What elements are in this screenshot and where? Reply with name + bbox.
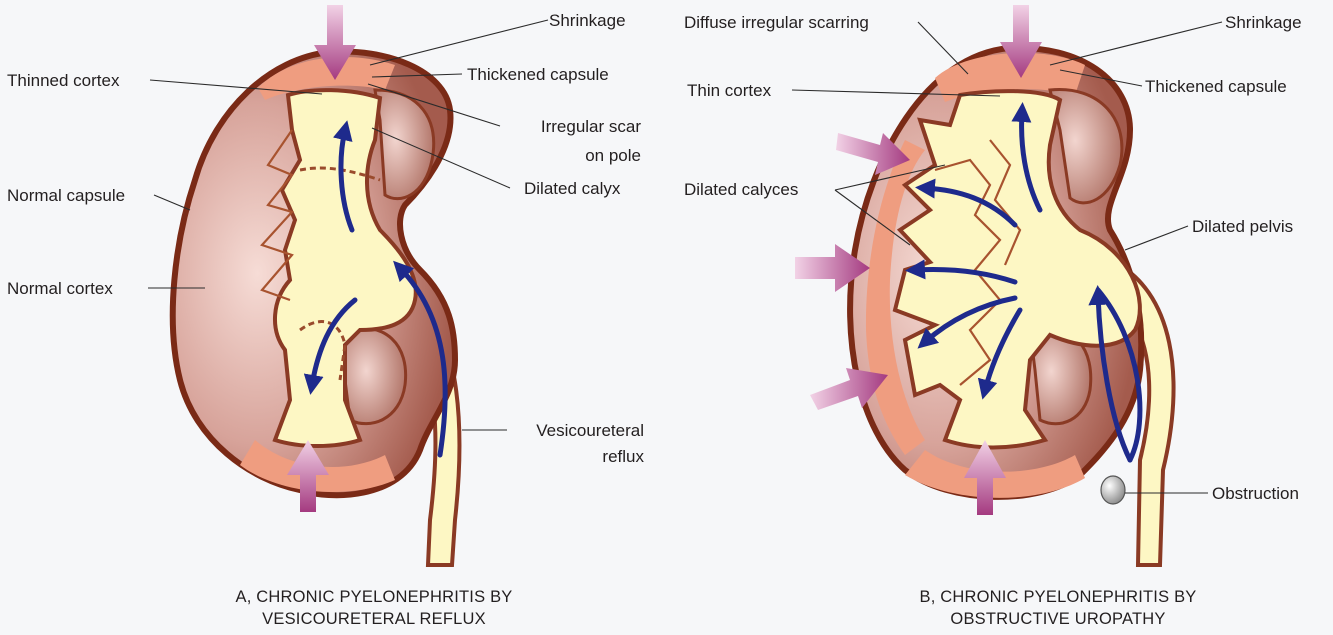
label-vesicoureteral-line1: Vesicoureteral <box>536 421 644 440</box>
label-dilated-calyx: Dilated calyx <box>524 179 621 198</box>
label-thickened-capsule-a: Thickened capsule <box>467 65 609 84</box>
label-diffuse-scarring: Diffuse irregular scarring <box>684 13 869 32</box>
caption-a-line1: A, CHRONIC PYELONEPHRITIS BY <box>236 588 513 606</box>
label-irregular-scar-line2: on pole <box>585 146 641 165</box>
label-thinned-cortex: Thinned cortex <box>7 71 120 90</box>
label-shrinkage-a: Shrinkage <box>549 11 626 30</box>
caption-b-line1: B, CHRONIC PYELONEPHRITIS BY <box>920 588 1197 606</box>
label-dilated-pelvis: Dilated pelvis <box>1192 217 1293 236</box>
label-shrinkage-b: Shrinkage <box>1225 13 1302 32</box>
label-normal-cortex: Normal cortex <box>7 279 113 298</box>
panel-b-kidney <box>795 5 1174 565</box>
lower-lobe-a <box>345 328 406 424</box>
label-irregular-scar-line1: Irregular scar <box>541 117 641 136</box>
label-dilated-calyces: Dilated calyces <box>684 180 798 199</box>
caption-b-line2: OBSTRUCTIVE UROPATHY <box>950 610 1165 628</box>
panel-a-kidney <box>173 5 460 565</box>
label-obstruction: Obstruction <box>1212 484 1299 503</box>
caption-a-line2: VESICOURETERAL REFLUX <box>262 610 486 628</box>
label-vesicoureteral-line2: reflux <box>602 447 644 466</box>
label-thickened-capsule-b: Thickened capsule <box>1145 77 1287 96</box>
label-thin-cortex: Thin cortex <box>687 81 772 100</box>
obstruction-stone <box>1101 476 1125 504</box>
label-normal-capsule: Normal capsule <box>7 186 125 205</box>
captions: A, CHRONIC PYELONEPHRITIS BY VESICOURETE… <box>236 588 1197 628</box>
